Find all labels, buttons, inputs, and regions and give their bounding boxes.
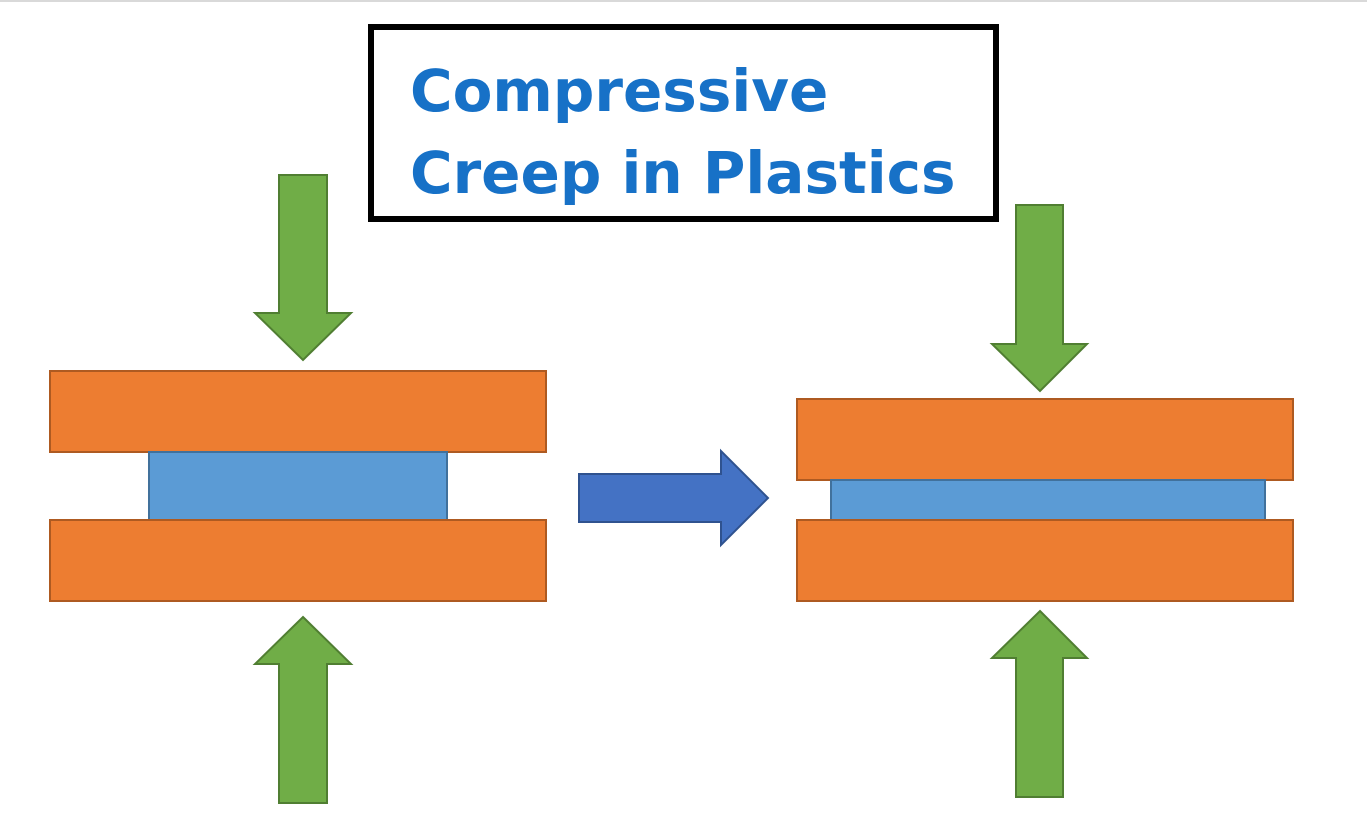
top-border-line [0,0,1367,2]
right-top-plate [796,398,1294,481]
left-bottom-plate [49,519,547,602]
right-bottom-force-arrow-icon [989,609,1090,798]
title-line-1: Compressive [410,57,829,125]
title-box: Compressive Creep in Plastics [368,24,999,222]
transition-right-arrow-icon [578,448,770,548]
left-top-force-arrow-icon [252,174,354,362]
crept-state [796,204,1294,798]
right-specimen [830,479,1266,521]
left-specimen [148,451,448,521]
left-bottom-force-arrow-icon [252,615,354,804]
right-bottom-plate [796,519,1294,602]
left-top-plate [49,370,547,453]
initial-state [49,174,547,804]
right-top-force-arrow-icon [989,204,1090,393]
title-line-2: Creep in Plastics [410,139,956,207]
